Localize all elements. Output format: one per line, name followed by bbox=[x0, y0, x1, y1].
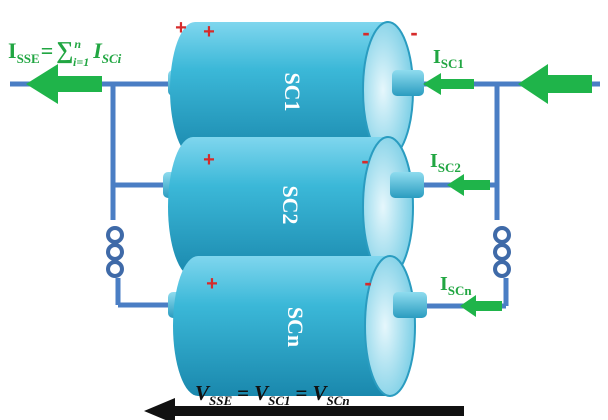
sc1-label: SC1 bbox=[280, 72, 305, 111]
sc2-plus-sign: + bbox=[203, 149, 215, 171]
capacitor-scn: SCn + - bbox=[168, 255, 427, 397]
scn-end-cap bbox=[364, 255, 416, 397]
sc2-label: SC2 bbox=[278, 185, 303, 224]
voltage-arrow bbox=[144, 398, 464, 420]
sc2-branch-arrow bbox=[447, 174, 490, 196]
scn-minus-sign: - bbox=[364, 270, 371, 295]
sc2-current-label: ISC2 bbox=[430, 150, 461, 175]
current-arrows bbox=[26, 64, 592, 317]
sc1-plus-sign: + bbox=[203, 21, 215, 43]
outer-plus-sign: + bbox=[175, 17, 187, 39]
scn-current-label: ISCn bbox=[440, 273, 472, 298]
right-continuation-dots bbox=[493, 226, 511, 278]
scn-branch-arrow bbox=[460, 295, 502, 317]
sc1-branch-arrow bbox=[423, 73, 474, 95]
left-continuation-dots bbox=[106, 226, 124, 278]
total-current-arrow bbox=[26, 64, 102, 104]
scn-label: SCn bbox=[283, 307, 308, 347]
scn-right-terminal bbox=[393, 292, 427, 318]
sc1-right-terminal bbox=[392, 70, 424, 96]
voltage-equation: VSSE=VSC1=VSCn bbox=[195, 381, 350, 408]
sc1-current-label: ISC1 bbox=[433, 46, 464, 71]
scn-plus-sign: + bbox=[206, 273, 218, 295]
outer-minus-sign: - bbox=[410, 20, 417, 45]
sc2-right-terminal bbox=[390, 172, 424, 198]
capacitor-sc2: SC2 + - bbox=[163, 136, 424, 278]
input-current-arrow bbox=[518, 64, 592, 104]
capacitor-sc1: SC1 + - bbox=[168, 20, 424, 159]
sc1-minus-sign: - bbox=[362, 20, 369, 45]
sc2-minus-sign: - bbox=[361, 148, 368, 173]
